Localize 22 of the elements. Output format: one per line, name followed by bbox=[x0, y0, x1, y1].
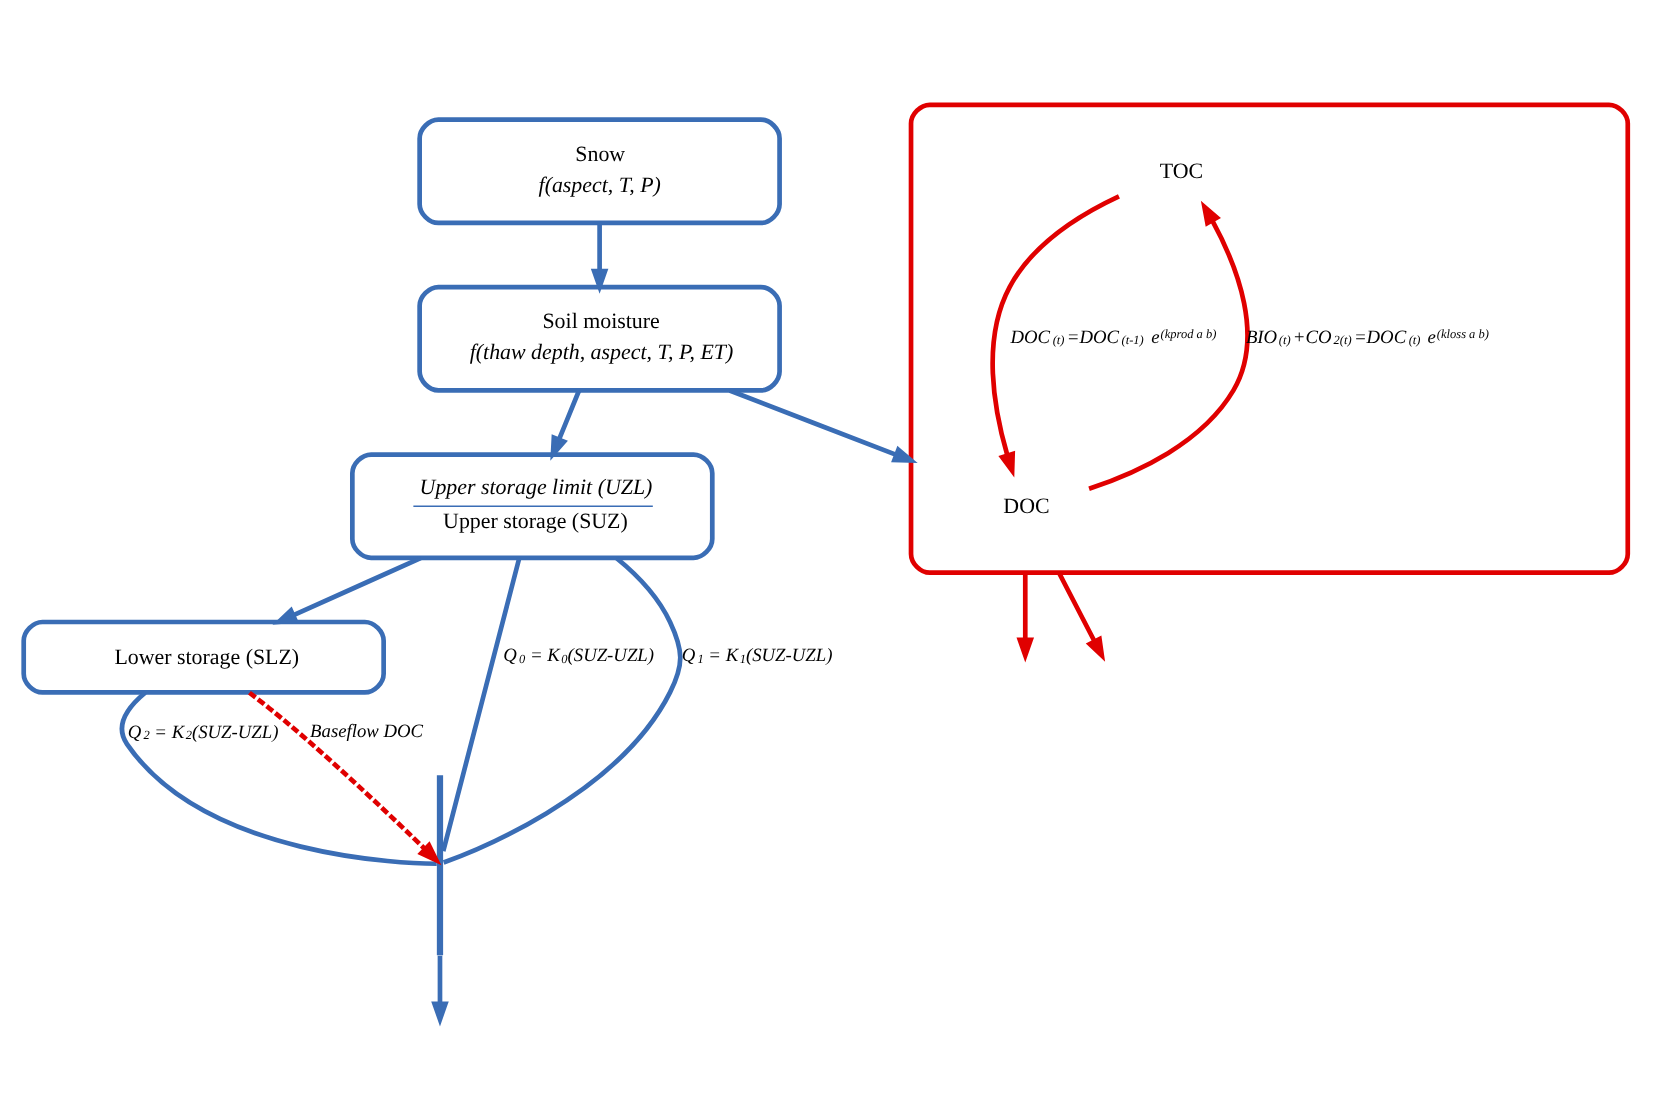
node-box: Lower storage (SLZ) bbox=[21, 618, 386, 694]
connector bbox=[441, 556, 522, 851]
arrow bbox=[1016, 571, 1035, 662]
arrow bbox=[431, 954, 449, 1026]
node-bar bbox=[436, 774, 444, 955]
node-box: Soil moisture f(thaw depth, aspect, T, P, ET) bbox=[417, 283, 782, 392]
node-box: Snow f(aspect, T, P) bbox=[417, 116, 782, 225]
edge-label: Baseflow DOC bbox=[310, 722, 424, 743]
cluster bbox=[908, 101, 1631, 575]
arrow bbox=[272, 554, 422, 624]
arrow bbox=[248, 689, 442, 865]
node-text: TOC bbox=[1159, 158, 1204, 183]
node-box: Upper storage limit (UZL) Upper storage (SUZ) bbox=[350, 451, 715, 560]
arrow bbox=[550, 388, 582, 460]
arrow bbox=[1088, 199, 1250, 490]
arrow bbox=[728, 387, 918, 463]
connector bbox=[442, 555, 683, 864]
node-text: DOC bbox=[1003, 493, 1050, 518]
arrow bbox=[1056, 570, 1106, 661]
arrow bbox=[590, 222, 609, 293]
arrow bbox=[990, 193, 1120, 477]
connector bbox=[119, 689, 437, 866]
